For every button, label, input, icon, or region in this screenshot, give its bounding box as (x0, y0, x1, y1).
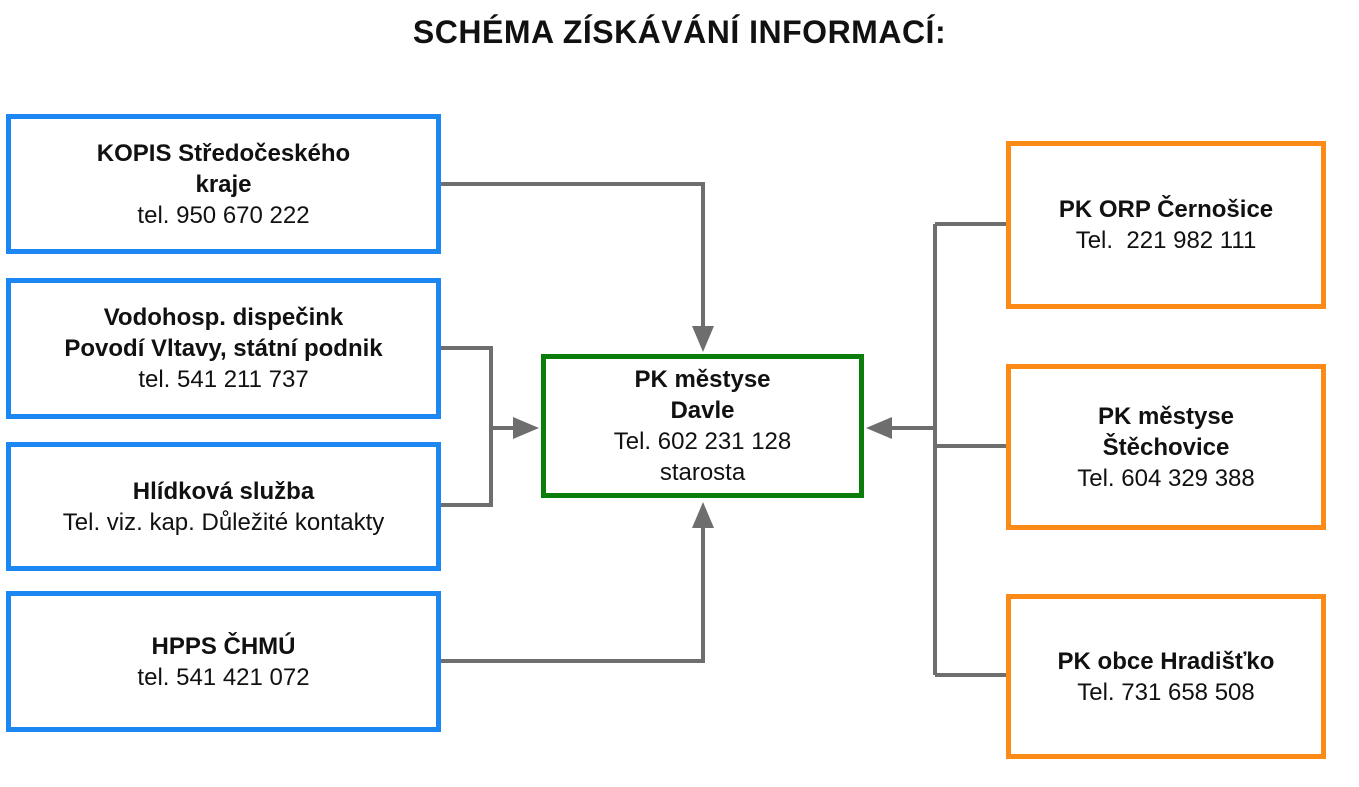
arrow-center-bottom-icon (692, 502, 714, 528)
source-hpps-phone: tel. 541 421 072 (137, 663, 310, 691)
neighbor-box-orp: PK ORP Černošice Tel. 221 982 111 (1006, 141, 1326, 309)
arrow-center-top-icon (692, 326, 714, 352)
source-box-hlidkova: Hlídková služba Tel. viz. kap. Důležité … (6, 442, 441, 571)
source-kopis-phone: tel. 950 670 222 (137, 201, 310, 229)
neighbor-box-stechovice: PK městyse Štěchovice Tel. 604 329 388 (1006, 364, 1326, 530)
center-box-davle: PK městyse Davle Tel. 602 231 128 staros… (541, 354, 864, 498)
neighbor-box-hradistko: PK obce Hradišťko Tel. 731 658 508 (1006, 594, 1326, 759)
source-kopis-name-line1: KOPIS Středočeského (96, 139, 351, 167)
connector-vodohosp (441, 346, 493, 428)
arrow-center-right-icon (866, 417, 892, 439)
neighbor-stechovice-name-line2: Štěchovice (1102, 433, 1230, 461)
neighbor-stechovice-phone: Tel. 604 329 388 (1077, 464, 1255, 492)
connector-hpps (441, 516, 705, 663)
source-box-kopis: KOPIS Středočeského kraje tel. 950 670 2… (6, 114, 441, 254)
source-vodohosp-name-line1: Vodohosp. dispečink (103, 304, 344, 331)
connector-hlidkova (441, 428, 493, 507)
source-kopis-name-line2: kraje (195, 170, 252, 198)
neighbor-orp-phone: Tel. 221 982 111 (1075, 227, 1257, 254)
source-hlidkova-phone: Tel. viz. kap. Důležité kontakty (62, 508, 385, 536)
source-box-vodohosp: Vodohosp. dispečink Povodí Vltavy, státn… (6, 278, 441, 419)
center-phone: Tel. 602 231 128 (613, 428, 792, 455)
neighbor-orp-name: PK ORP Černošice (1058, 196, 1274, 223)
source-vodohosp-name-line2: Povodí Vltavy, státní podnik (64, 335, 383, 362)
center-name-line2: Davle (670, 397, 735, 424)
neighbor-stechovice-name-line1: PK městyse (1097, 402, 1235, 430)
arrow-center-left-icon (513, 417, 539, 439)
diagram-title: SCHÉMA ZÍSKÁVÁNÍ INFORMACÍ: (412, 14, 947, 50)
center-name-line1: PK městyse (634, 366, 771, 393)
source-vodohosp-phone: tel. 541 211 737 (138, 366, 309, 393)
source-hpps-name: HPPS ČHMÚ (151, 632, 296, 660)
source-box-hpps: HPPS ČHMÚ tel. 541 421 072 (6, 591, 441, 732)
neighbor-hradistko-phone: Tel. 731 658 508 (1077, 678, 1255, 706)
source-hlidkova-name: Hlídková služba (132, 477, 315, 505)
center-role: starosta (659, 459, 746, 486)
neighbor-hradistko-name: PK obce Hradišťko (1057, 647, 1275, 675)
connector-kopis (441, 182, 705, 338)
